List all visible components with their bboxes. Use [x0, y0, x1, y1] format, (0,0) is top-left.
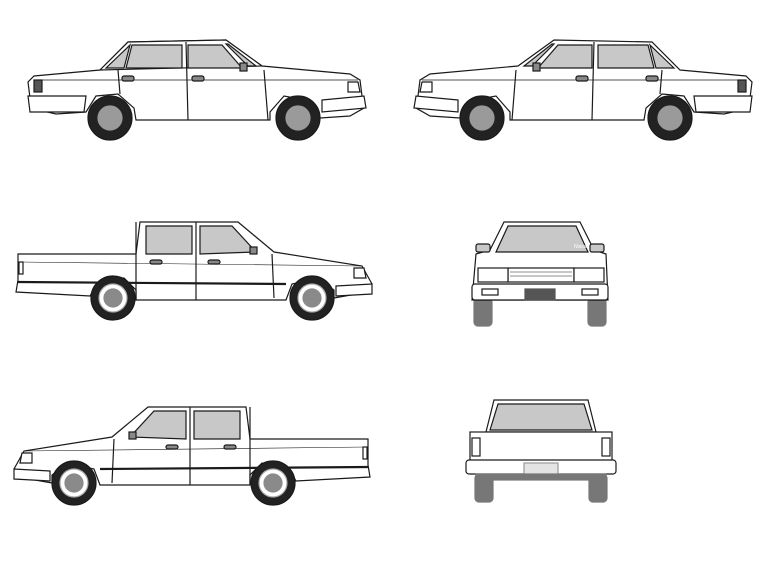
- front-right-headlight: [573, 267, 605, 283]
- front-right-tire: [587, 297, 607, 327]
- front-left-tire: [473, 297, 493, 327]
- sedan2-front-handle: [575, 75, 589, 82]
- rear-left-taillight: [471, 437, 481, 457]
- sedan-windshield: [224, 43, 258, 67]
- pickup2-front-handle: [165, 444, 179, 450]
- sedan-rear-handle: [121, 75, 135, 82]
- rear-under-bumper: [475, 473, 607, 481]
- sedan-rear-door-edge: [117, 69, 121, 95]
- sedan-front-handle: [191, 75, 205, 82]
- pickup-mirror: [249, 246, 258, 255]
- sedan-side-view-right: [413, 39, 753, 141]
- pickup-rear-view: [465, 399, 617, 503]
- pickup-rear-handle: [149, 259, 163, 265]
- pickup-headlight: [353, 267, 367, 279]
- pickup-rear-wheel: [90, 275, 136, 321]
- pickup2-rear-handle: [223, 444, 237, 450]
- rear-bed: [469, 431, 613, 463]
- pickup2-rear-wheel: [250, 460, 296, 506]
- sedan-front-bumper: [321, 95, 367, 113]
- pickup-front-door-edge: [271, 253, 275, 299]
- pickup-taillight: [18, 261, 24, 275]
- front-left-mirror: [475, 243, 491, 253]
- sedan-door-split: [185, 41, 189, 121]
- front-right-mirror: [589, 243, 605, 253]
- sedan2-windshield: [522, 43, 556, 67]
- rear-license-plate: [523, 462, 559, 476]
- sedan-rear-wheel: [87, 95, 133, 141]
- front-left-foglight: [481, 288, 499, 296]
- sedan2-front-wheel: [459, 95, 505, 141]
- sedan-rear-window: [104, 43, 132, 69]
- sedan-taillight: [33, 79, 43, 93]
- sedan-front-wheel: [275, 95, 321, 141]
- sedan2-rear-wheel: [647, 95, 693, 141]
- sedan-headlight: [347, 81, 361, 93]
- sedan-rear-bumper: [27, 95, 87, 113]
- sedan-front-door-window: [187, 44, 244, 69]
- rear-right-taillight: [601, 437, 611, 457]
- pickup2-rear-window: [193, 410, 241, 440]
- front-license-plate: [524, 288, 556, 301]
- pickup-side-view-right: [13, 406, 371, 506]
- front-badge: Nissan: [574, 244, 590, 250]
- sedan-mirror: [239, 62, 248, 72]
- sedan2-rear-door-window: [597, 44, 655, 69]
- sedan2-rear-handle: [645, 75, 659, 82]
- pickup-front-view: Nissan: [471, 221, 609, 327]
- sedan2-front-door-window: [536, 44, 593, 69]
- pickup-side-view-left: [15, 221, 373, 321]
- front-left-headlight: [477, 267, 509, 283]
- pickup-front-bumper: [335, 283, 373, 297]
- front-grille: [507, 267, 575, 283]
- pickup2-mirror: [128, 431, 137, 440]
- pickup-body-stripe: [17, 280, 287, 286]
- front-right-foglight: [581, 288, 599, 296]
- sedan2-taillight: [737, 79, 747, 93]
- sedan2-mirror: [532, 62, 541, 72]
- pickup2-front-wheel: [51, 460, 97, 506]
- pickup-front-wheel: [289, 275, 335, 321]
- sedan2-rear-window: [648, 43, 676, 69]
- pickup-front-handle: [207, 259, 221, 265]
- rear-window: [489, 403, 593, 431]
- sedan-front-door-edge: [263, 69, 269, 121]
- sedan-side-view-left: [27, 39, 367, 141]
- front-windshield: [495, 225, 589, 253]
- pickup-rear-window: [145, 225, 193, 255]
- sedan-rear-door-window: [125, 44, 183, 69]
